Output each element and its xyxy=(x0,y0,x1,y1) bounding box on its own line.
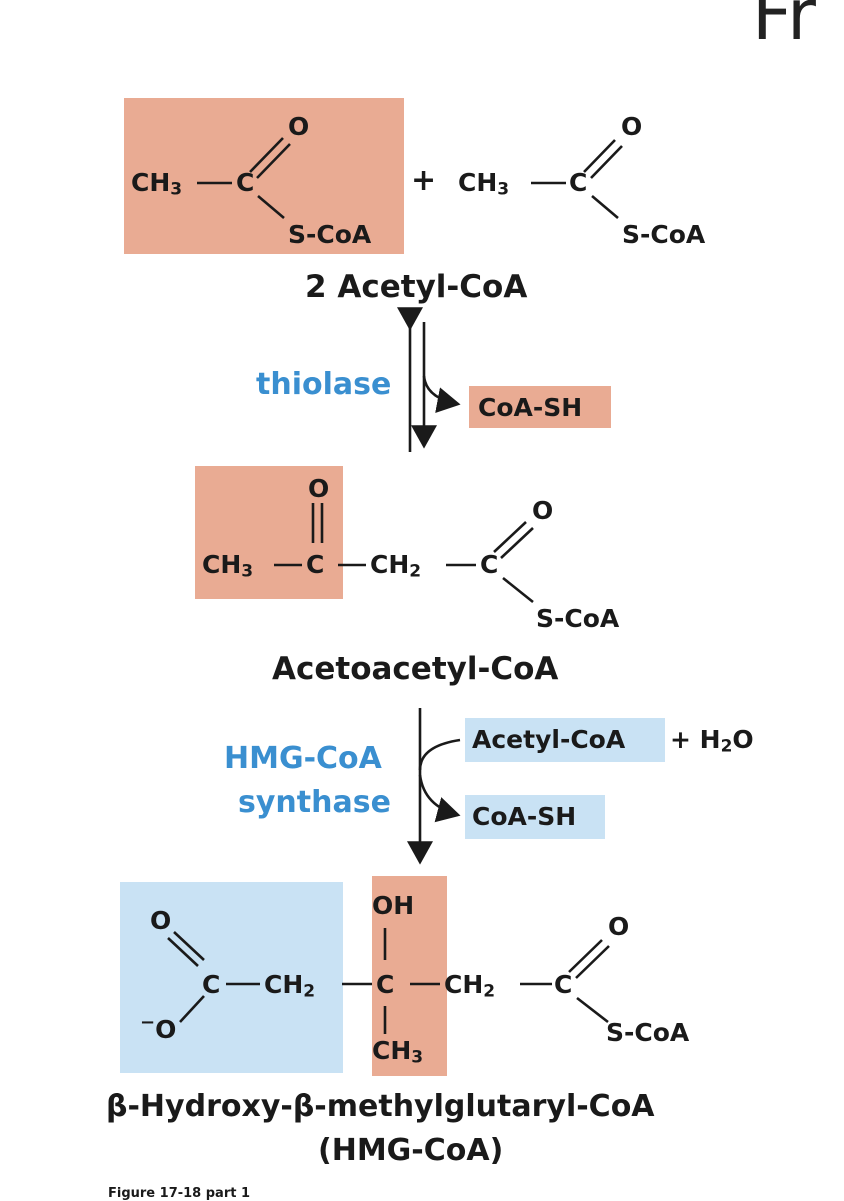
acetoacetyl-keto-oxygen: O xyxy=(308,474,330,503)
highlight-acetyl-1 xyxy=(124,98,404,254)
reactant-water: + H2O xyxy=(670,725,754,757)
hmg-carboxylate-oxygen: −O xyxy=(140,1012,177,1044)
hmg-oh: OH xyxy=(372,891,415,920)
highlight-coash-2 xyxy=(465,795,605,839)
highlight-coash-1 xyxy=(469,386,611,428)
enzyme-hmg-coa-synthase-line2: synthase xyxy=(238,785,391,820)
acetoacetyl-ch3: CH3 xyxy=(202,550,254,582)
hmg-center-carbon: C xyxy=(376,970,395,999)
acetyl2-carbon: C xyxy=(569,168,588,197)
acetoacetyl-thioester-carbon: C xyxy=(480,550,499,579)
hmg-coa-abbr: (HMG-CoA) xyxy=(318,1133,504,1168)
hmg-ch3: CH3 xyxy=(372,1036,424,1068)
coash-1: CoA-SH xyxy=(478,393,583,422)
hmg-ch2-right: CH2 xyxy=(444,970,496,1002)
highlight-hmg-carboxyl xyxy=(120,882,343,1073)
hmg-thioester-oxygen: O xyxy=(608,912,630,941)
acetyl2-ch3: CH3 xyxy=(458,168,510,200)
hmg-ch2-left: CH2 xyxy=(264,970,316,1002)
highlight-acetoacetyl-acetyl xyxy=(195,466,343,599)
highlight-hmg-center xyxy=(372,876,447,1076)
acetyl1-carbon: C xyxy=(236,168,255,197)
acetoacetyl-coa-name: Acetoacetyl-CoA xyxy=(272,651,559,687)
hmg-carboxyl-oxygen: O xyxy=(150,906,172,935)
acetoacetyl-keto-carbon: C xyxy=(306,550,325,579)
acetyl2-oxygen: O xyxy=(621,112,643,141)
figure-caption: Figure 17-18 part 1 xyxy=(108,1186,251,1201)
coash-2: CoA-SH xyxy=(472,802,577,831)
hmg-carboxyl-carbon: C xyxy=(202,970,221,999)
title-fragment: Fr xyxy=(752,0,816,56)
acetyl1-scoa: S-CoA xyxy=(288,220,372,249)
hmg-scoa: S-CoA xyxy=(606,1018,690,1047)
enzyme-hmg-coa-synthase-line1: HMG-CoA xyxy=(224,741,382,776)
highlight-acetyl-coa-in xyxy=(465,718,665,762)
acetoacetyl-scoa: S-CoA xyxy=(536,604,620,633)
hmg-coa-full-name: β-Hydroxy-β-methylglutaryl-CoA xyxy=(106,1089,655,1124)
acetoacetyl-ch2: CH2 xyxy=(370,550,422,582)
enzyme-thiolase: thiolase xyxy=(256,367,392,402)
acetyl1-ch3: CH3 xyxy=(131,168,183,200)
acetyl2-scoa: S-CoA xyxy=(622,220,706,249)
reactant-acetyl-coa: Acetyl-CoA xyxy=(472,725,626,754)
acetyl1-oxygen: O xyxy=(288,112,310,141)
acetyl-coa-name: 2 Acetyl-CoA xyxy=(305,269,528,305)
plus-sign: + xyxy=(411,163,437,198)
acetoacetyl-thioester-oxygen: O xyxy=(532,496,554,525)
hmg-thioester-carbon: C xyxy=(554,970,573,999)
